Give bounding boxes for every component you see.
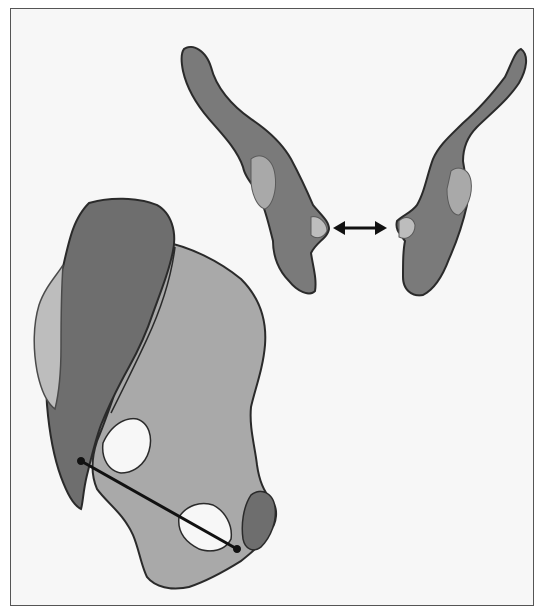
- pelvis-diagram: [11, 9, 533, 605]
- diagram-frame: [10, 8, 534, 606]
- pubic-gap-double-arrow-icon: [333, 221, 387, 235]
- right-pubic-bone: [396, 49, 526, 295]
- hip-bone-acetabulum-rim: [242, 491, 275, 549]
- right-pubic-bone-highlight: [447, 168, 471, 215]
- pubic-bones-pair: [182, 47, 526, 295]
- hip-bone-auricular-surface: [34, 265, 63, 409]
- hip-bone: [34, 199, 276, 589]
- left-pubic-bone-highlight: [251, 156, 276, 209]
